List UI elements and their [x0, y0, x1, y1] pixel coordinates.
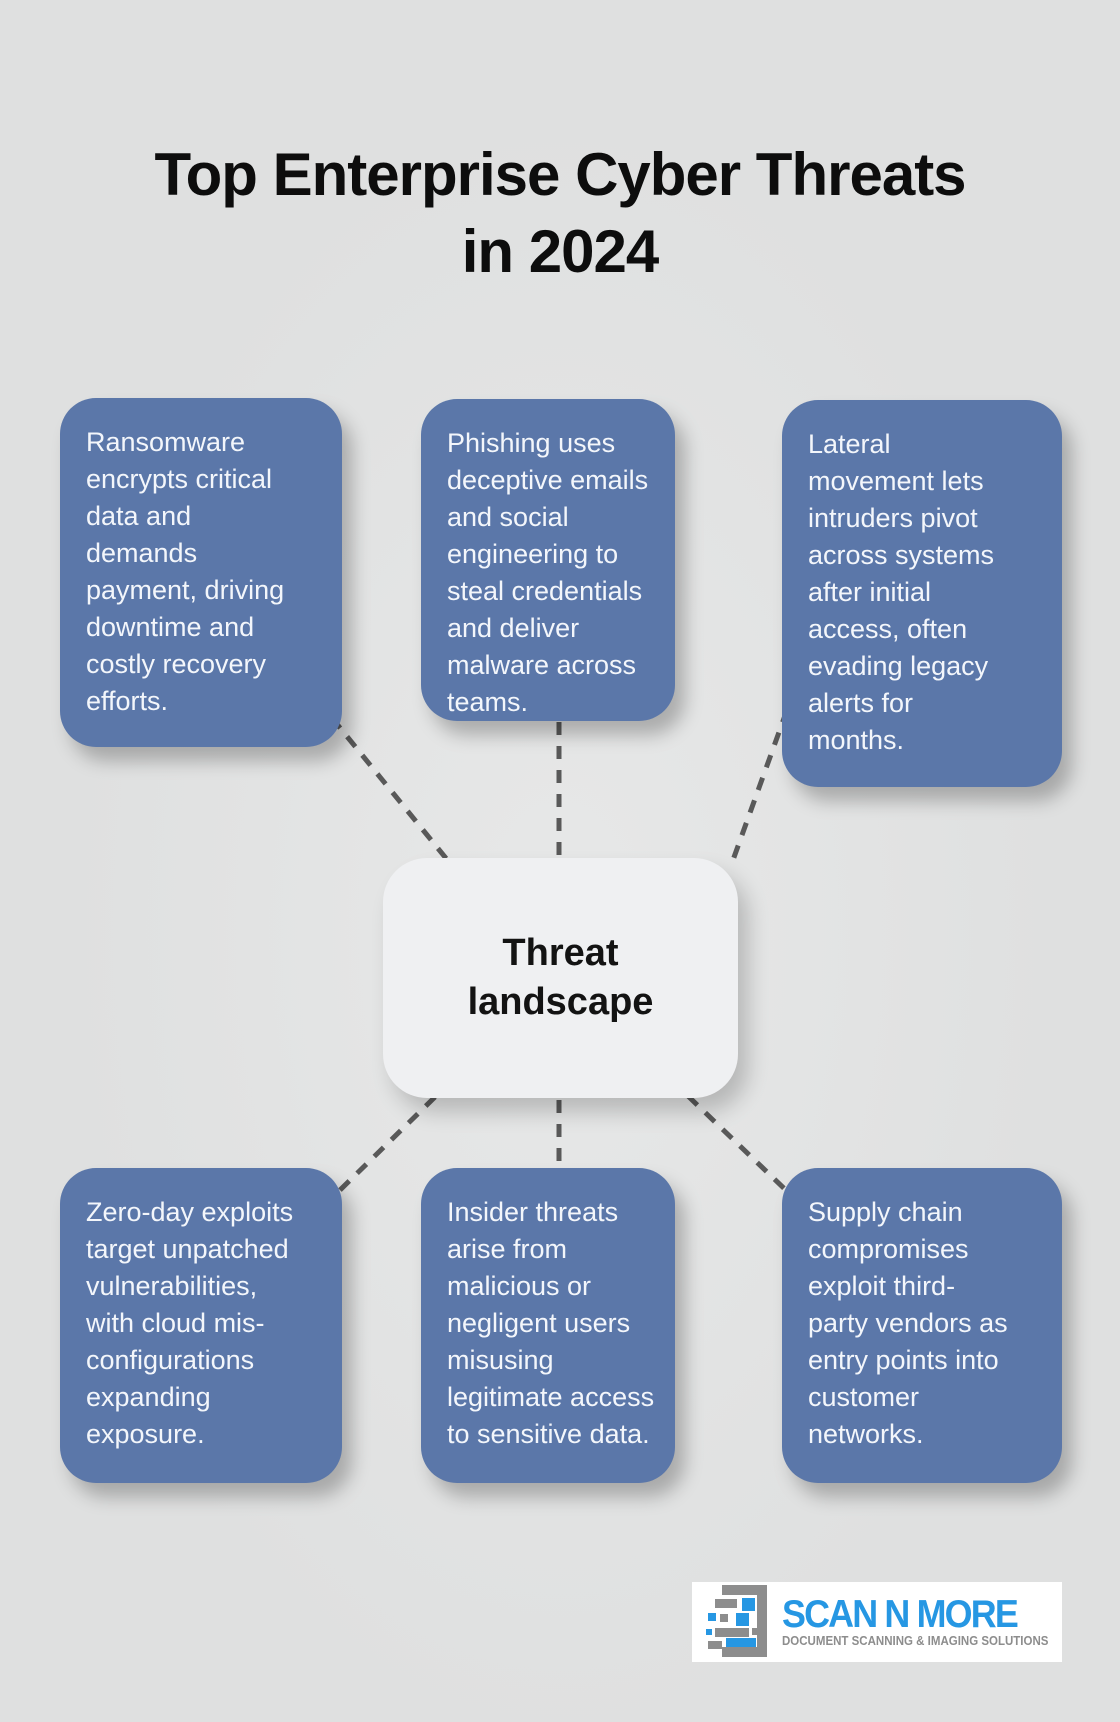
icon-block	[715, 1599, 737, 1608]
page-title: Top Enterprise Cyber Threats in 2024	[0, 136, 1120, 290]
icon-block	[722, 1647, 767, 1657]
connector-line-top-left	[330, 716, 451, 864]
icon-block	[752, 1628, 759, 1635]
threat-text: Supply chain compromises exploit third- …	[808, 1197, 1008, 1449]
center-node-threat-landscape: Threat landscape	[383, 858, 738, 1098]
threat-text: Zero-day exploits target unpatched vulne…	[86, 1197, 294, 1449]
threat-text: Lateral movement lets intruders pivot ac…	[808, 429, 995, 755]
threat-box-insider-threats: Insider threats arise from malicious or …	[421, 1168, 675, 1483]
brand-logo-text: SCAN N MORE DOCUMENT SCANNING & IMAGING …	[782, 1592, 1072, 1649]
icon-block	[736, 1613, 749, 1626]
threat-text: Phishing uses deceptive emails and socia…	[447, 428, 649, 717]
icon-block	[722, 1585, 767, 1595]
brand-name: SCAN N MORE	[782, 1592, 1019, 1636]
icon-block	[715, 1628, 749, 1637]
brand-tagline: DOCUMENT SCANNING & IMAGING SOLUTIONS	[782, 1633, 1049, 1648]
center-label-line-2: landscape	[467, 981, 654, 1023]
page-title-line-1: Top Enterprise Cyber Threats	[154, 141, 966, 209]
threat-text: Insider threats arise from malicious or …	[447, 1197, 655, 1449]
threat-box-zero-day: Zero-day exploits target unpatched vulne…	[60, 1168, 342, 1483]
scan-document-icon	[706, 1584, 770, 1660]
icon-block	[708, 1613, 716, 1621]
icon-block	[708, 1641, 722, 1649]
connector-line-bottom-left	[336, 1095, 437, 1194]
icon-block	[742, 1598, 755, 1611]
page-title-line-2: in 2024	[461, 218, 659, 286]
center-node-label: Threat landscape	[468, 929, 654, 1027]
threat-box-lateral-movement: Lateral movement lets intruders pivot ac…	[782, 400, 1062, 787]
center-label-line-1: Threat	[502, 932, 619, 974]
threat-text: Ransomware encrypts critical data and de…	[86, 427, 285, 716]
threat-box-supply-chain: Supply chain compromises exploit third- …	[782, 1168, 1062, 1483]
icon-block	[726, 1638, 756, 1647]
threat-box-phishing: Phishing uses deceptive emails and socia…	[421, 399, 675, 721]
threat-box-ransomware: Ransomware encrypts critical data and de…	[60, 398, 342, 747]
brand-logo: SCAN N MORE DOCUMENT SCANNING & IMAGING …	[692, 1582, 1062, 1662]
icon-block	[757, 1585, 767, 1657]
connector-line-bottom-right	[686, 1094, 794, 1198]
connector-line-top-right	[730, 709, 790, 861]
icon-block	[706, 1629, 712, 1635]
icon-block	[720, 1614, 728, 1622]
